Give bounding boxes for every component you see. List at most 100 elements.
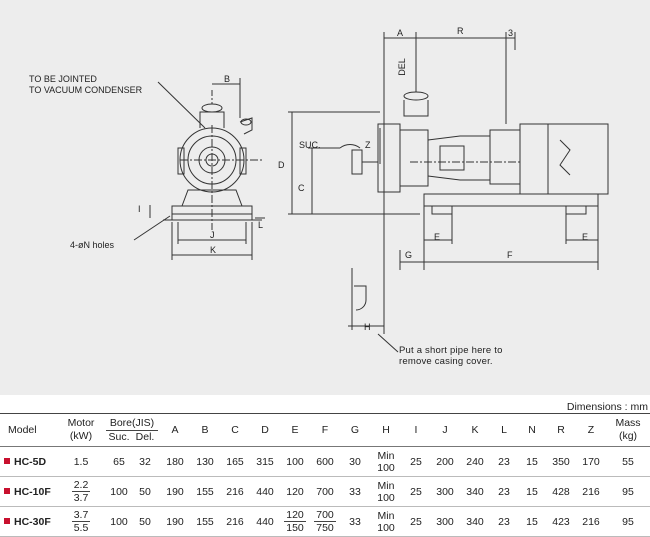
header-col-D: D xyxy=(261,424,269,436)
cell-F-bottom: 750 xyxy=(316,522,334,534)
pipe-note-line1: Put a short pipe here to xyxy=(399,345,503,356)
cell-J: 200 xyxy=(436,455,454,468)
cell-mass: 55 xyxy=(622,455,634,468)
motor-top: 2.2 xyxy=(71,479,91,492)
header-col-H: H xyxy=(382,424,390,436)
model-cell: HC-5D xyxy=(0,447,58,477)
dim-I-label: I xyxy=(138,204,141,214)
cell-H-top: Min xyxy=(377,449,395,462)
cell-K: 340 xyxy=(466,515,484,528)
cell-N: 15 xyxy=(526,485,538,498)
cell-C: 216 xyxy=(226,485,244,498)
dim-K-label: K xyxy=(210,245,217,255)
header-col-I: I xyxy=(414,424,418,436)
cell-G: 33 xyxy=(349,515,361,528)
motor-cell: 1.5 xyxy=(73,455,89,468)
cell-I: 25 xyxy=(410,485,422,498)
dim-R-label: R xyxy=(457,26,464,36)
cell-H-bottom: 100 xyxy=(377,521,395,534)
cell-A: 190 xyxy=(166,515,184,528)
motor-bottom: 5.5 xyxy=(73,522,89,534)
cell-K: 340 xyxy=(466,485,484,498)
cell-H-top: Min xyxy=(377,479,395,492)
pipe-note-line2: remove casing cover. xyxy=(399,356,493,367)
dimension-drawing: TO BE JOINTED TO VACUUM CONDENSER 4-øN h… xyxy=(0,0,650,395)
header-col-B: B xyxy=(201,424,209,436)
header-mass-line1: Mass xyxy=(615,417,641,429)
cell-F: 600 xyxy=(316,455,334,468)
header-col-L: L xyxy=(501,424,507,436)
header-col-C: C xyxy=(231,424,239,436)
cell-A: 190 xyxy=(166,485,184,498)
dim-D-label: D xyxy=(278,160,285,170)
cell-Z: 170 xyxy=(582,455,600,468)
dim-3-label: 3 xyxy=(508,28,514,38)
cell-H-bottom: 100 xyxy=(377,461,395,474)
header-mass: Mass (kg) xyxy=(606,414,650,447)
header-col-F: F xyxy=(321,424,329,436)
header-col-K: K xyxy=(471,424,479,436)
cell-C: 165 xyxy=(226,455,244,468)
cell-G: 30 xyxy=(349,455,361,468)
header-bore-suc: Suc. xyxy=(108,430,130,443)
cell-G: 33 xyxy=(349,485,361,498)
cell-D: 440 xyxy=(256,515,274,528)
suction-label: SUC. xyxy=(299,140,321,150)
dim-G-label: G xyxy=(405,250,413,260)
header-mass-line2: (kg) xyxy=(618,430,638,442)
motor-top: 3.7 xyxy=(71,509,91,522)
header-motor: Motor (kW) xyxy=(58,414,104,447)
dim-J-label: J xyxy=(210,230,215,240)
cell-B: 155 xyxy=(196,485,214,498)
header-bore: Bore(JIS) Suc.Del. xyxy=(104,414,160,447)
cell-B: 155 xyxy=(196,515,214,528)
model-cell: HC-10F xyxy=(0,477,58,507)
cell-mass: 95 xyxy=(622,515,634,528)
header-col-E: E xyxy=(291,424,299,436)
cell-Z: 216 xyxy=(582,515,600,528)
table-header-row: Model Motor (kW) Bore(JIS) Suc.Del. A B … xyxy=(0,413,650,447)
bore-del: 32 xyxy=(139,455,151,468)
spec-table: Model Motor (kW) Bore(JIS) Suc.Del. A B … xyxy=(0,413,650,537)
cell-I: 25 xyxy=(410,455,422,468)
dim-A-label: A xyxy=(397,28,404,38)
model-name: HC-5D xyxy=(14,455,47,468)
header-model: Model xyxy=(8,424,37,436)
cell-E-top: 120 xyxy=(284,509,306,522)
bore-cell: 65 32 xyxy=(104,447,160,477)
cell-H-top: Min xyxy=(377,509,395,522)
side-view xyxy=(288,32,609,353)
cell-L: 23 xyxy=(498,515,510,528)
cell-E-bottom: 150 xyxy=(286,522,304,534)
vacuum-note-line2: TO VACUUM CONDENSER xyxy=(29,85,143,95)
header-motor-line2: (kW) xyxy=(69,430,93,442)
header-col-Z: Z xyxy=(587,424,595,436)
cell-J: 300 xyxy=(436,515,454,528)
header-bore-title: Bore(JIS) xyxy=(106,417,158,431)
cell-J: 300 xyxy=(436,485,454,498)
dimensions-unit-note: Dimensions : mm xyxy=(566,401,648,413)
header-col-J: J xyxy=(442,424,448,436)
dim-L-label: L xyxy=(258,220,264,230)
model-marker-icon xyxy=(4,487,10,494)
cell-B: 130 xyxy=(196,455,214,468)
bore-del: 50 xyxy=(139,515,151,528)
front-view xyxy=(133,78,265,260)
cell-mass: 95 xyxy=(622,485,634,498)
motor-bottom: 3.7 xyxy=(73,492,89,504)
bore-suc: 65 xyxy=(113,455,125,468)
dim-C-label: C xyxy=(298,183,305,193)
dim-Z-label: Z xyxy=(365,140,371,150)
header-col-R: R xyxy=(557,424,565,436)
cell-A: 180 xyxy=(166,455,184,468)
model-name: HC-10F xyxy=(14,485,51,498)
model-cell: HC-30F xyxy=(0,507,58,537)
bore-suc: 100 xyxy=(110,485,128,498)
